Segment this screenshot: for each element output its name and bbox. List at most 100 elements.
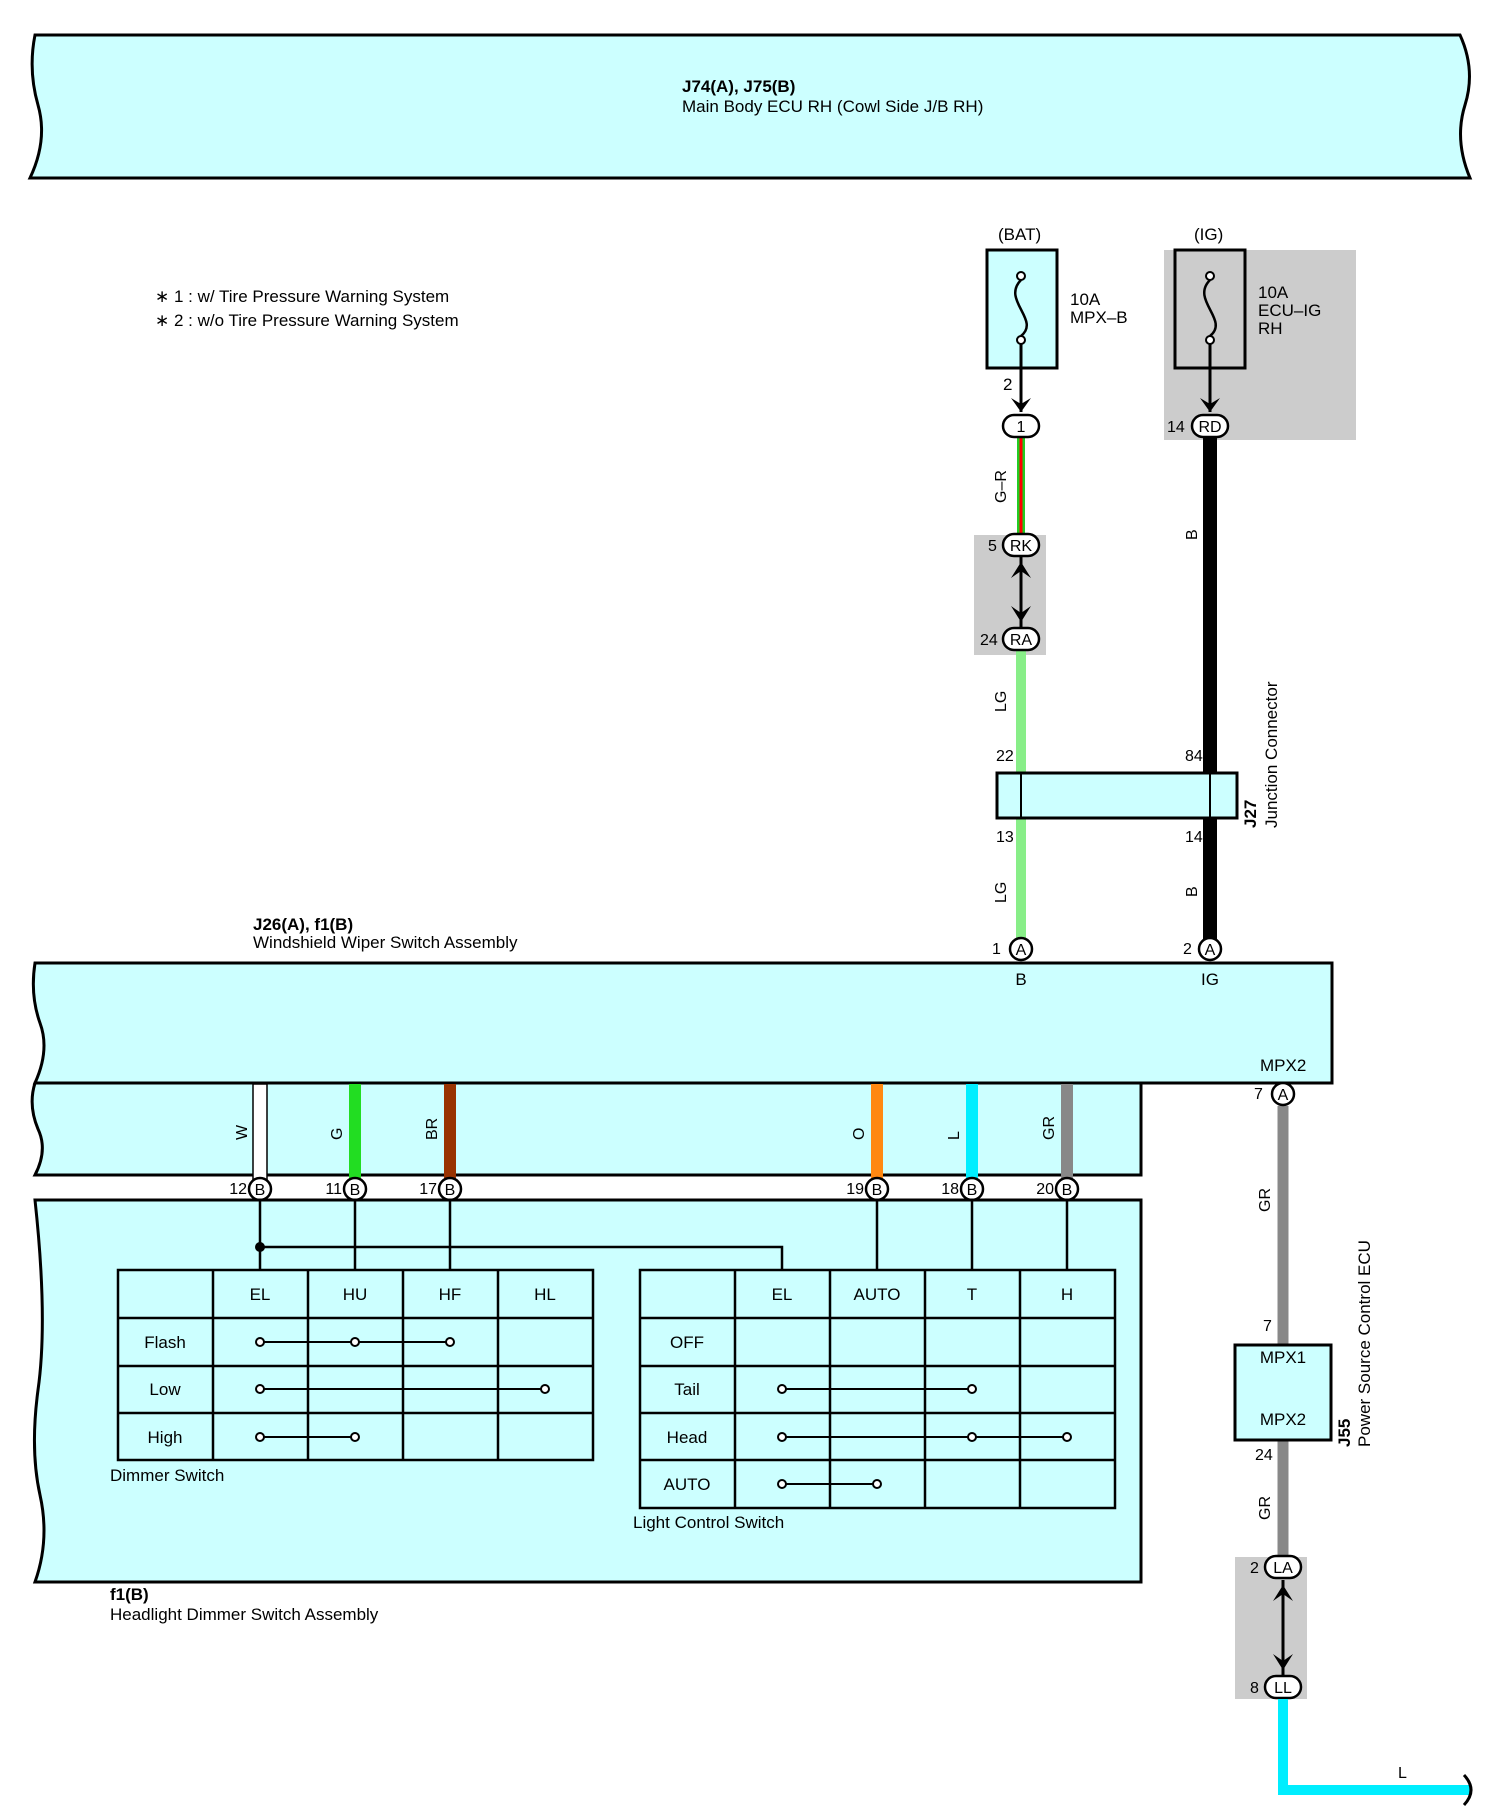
harness-pin-connector-label: B (872, 1182, 883, 1199)
dimmer-switch-table (116, 1268, 595, 1462)
connector-rk: 5 RK (988, 532, 1041, 558)
wire-label-b-low: B (1184, 886, 1201, 897)
svg-text:7: 7 (1254, 1086, 1263, 1103)
harness-wire-label: W (234, 1124, 251, 1140)
wiper-assembly-box (31, 961, 1334, 1085)
svg-text:24: 24 (980, 632, 998, 649)
dimmer-header-el: EL (250, 1285, 271, 1304)
svg-text:8: 8 (1250, 1680, 1259, 1697)
wiper-pin-b: 1 A B (992, 936, 1034, 989)
headlight-assembly-box (32, 1198, 1143, 1584)
harness-pin-connector-label: B (255, 1182, 266, 1199)
internal-signal-lines (258, 1201, 1069, 1270)
ig-arrow-icon (1200, 398, 1220, 412)
mpx-b-name: MPX–B (1070, 308, 1128, 327)
svg-text:RA: RA (1010, 632, 1033, 649)
main-body-ecu-id: J74(A), J75(B) (682, 77, 795, 96)
harness-wire-label: GR (1041, 1116, 1058, 1140)
note-1: ∗ 1 : w/ Tire Pressure Warning System (155, 287, 449, 306)
dimmer-row-flash: Flash (144, 1333, 186, 1352)
harness-pin-connector-label: B (967, 1182, 978, 1199)
bat-arrow-icon (1011, 398, 1031, 412)
mpx-b-rating: 10A (1070, 290, 1101, 309)
wire-break-icon (1462, 1773, 1473, 1807)
svg-text:2: 2 (1250, 1560, 1259, 1577)
mpx-b-pin: 2 (1003, 375, 1012, 394)
wire-label-l-bottom: L (1398, 1765, 1407, 1782)
wire-label-gr-right2: GR (1257, 1496, 1274, 1520)
dimmer-header-hu: HU (343, 1285, 368, 1304)
la-arrow-icon (1273, 1585, 1293, 1601)
wire-label-gr-right1: GR (1257, 1188, 1274, 1212)
main-body-ecu-name: Main Body ECU RH (Cowl Side J/B RH) (682, 97, 983, 116)
power-ecu-mpx2: MPX2 (1260, 1410, 1306, 1429)
harness-pin-number: 18 (941, 1181, 959, 1198)
wiper-id: J26(A), f1(B) (253, 915, 353, 934)
svg-text:LL: LL (1274, 1680, 1292, 1697)
svg-text:1: 1 (992, 941, 1001, 958)
connector-rd: 14 RD (1167, 413, 1230, 439)
ecu-ig-fuse-icon (1202, 271, 1217, 345)
svg-text:5: 5 (988, 538, 997, 555)
ecu-ig-name1: ECU–IG (1258, 301, 1321, 320)
headlight-id: f1(B) (110, 1585, 149, 1604)
light-header-auto: AUTO (854, 1285, 901, 1304)
power-ecu-pin-in: 7 (1263, 1318, 1272, 1335)
connector-1: 1 (1001, 413, 1041, 439)
junction-pin-13: 13 (996, 829, 1014, 846)
light-contacts (777, 1384, 1072, 1489)
svg-text:A: A (1278, 1087, 1289, 1104)
junction-pin-84: 84 (1185, 748, 1203, 765)
ecu-ig-rating: 10A (1258, 283, 1289, 302)
main-body-ecu-box (27, 33, 1473, 180)
connector-ll: 8 LL (1250, 1674, 1303, 1700)
power-ecu-name: Power Source Control ECU (1355, 1240, 1374, 1447)
harness-wire-label: L (946, 1131, 963, 1140)
light-row-tail: Tail (674, 1380, 700, 1399)
svg-text:LA: LA (1273, 1560, 1293, 1577)
harness-wire-label: BR (424, 1118, 441, 1140)
svg-text:RD: RD (1198, 419, 1221, 436)
light-row-off: OFF (670, 1333, 704, 1352)
harness-wire-gr: GR20BH (1036, 1084, 1087, 1227)
svg-text:RK: RK (1010, 538, 1033, 555)
light-control-title: Light Control Switch (633, 1513, 784, 1532)
connector-la: 2 LA (1250, 1554, 1303, 1580)
dimmer-header-hl: HL (534, 1285, 556, 1304)
note-2: ∗ 2 : w/o Tire Pressure Warning System (155, 311, 459, 330)
harness-wire-o: O19BA (846, 1084, 897, 1227)
junction-name: Junction Connector (1262, 681, 1281, 828)
rk-arrow-icon (1011, 562, 1031, 578)
harness-pin-number: 17 (419, 1181, 437, 1198)
light-header-t: T (967, 1285, 977, 1304)
svg-text:1: 1 (1017, 419, 1026, 436)
power-ecu-mpx1: MPX1 (1260, 1348, 1306, 1367)
harness-wire-label: G (329, 1128, 346, 1140)
svg-text:A: A (1205, 942, 1216, 959)
harness-pin-number: 11 (325, 1181, 342, 1198)
junction-connector-box (995, 771, 1239, 820)
power-ecu-id: J55 (1335, 1419, 1354, 1447)
dimmer-switch-title: Dimmer Switch (110, 1466, 224, 1485)
dimmer-row-high: High (148, 1428, 183, 1447)
headlight-name: Headlight Dimmer Switch Assembly (110, 1605, 379, 1624)
light-row-head: Head (667, 1428, 708, 1447)
dimmer-contacts (255, 1337, 550, 1442)
junction-pin-14: 14 (1185, 829, 1203, 846)
wiper-name: Windshield Wiper Switch Assembly (253, 933, 518, 952)
svg-text:B: B (1015, 970, 1026, 989)
wire-label-b-top: B (1184, 529, 1201, 540)
harness-pin-number: 12 (229, 1181, 247, 1198)
light-header-h: H (1061, 1285, 1073, 1304)
wire-l-bottom (1278, 1699, 1470, 1795)
connector-ra: 24 RA (980, 626, 1041, 652)
harness-pin-connector-label: B (350, 1182, 361, 1199)
svg-text:IG: IG (1201, 970, 1219, 989)
power-ecu-pin-out: 24 (1255, 1447, 1273, 1464)
ll-arrow-icon (1273, 1654, 1293, 1670)
junction-dot (255, 1242, 265, 1252)
svg-text:14: 14 (1167, 419, 1185, 436)
light-control-table (638, 1268, 1117, 1510)
wiper-pin-mpx: 7 A (1254, 1081, 1296, 1107)
